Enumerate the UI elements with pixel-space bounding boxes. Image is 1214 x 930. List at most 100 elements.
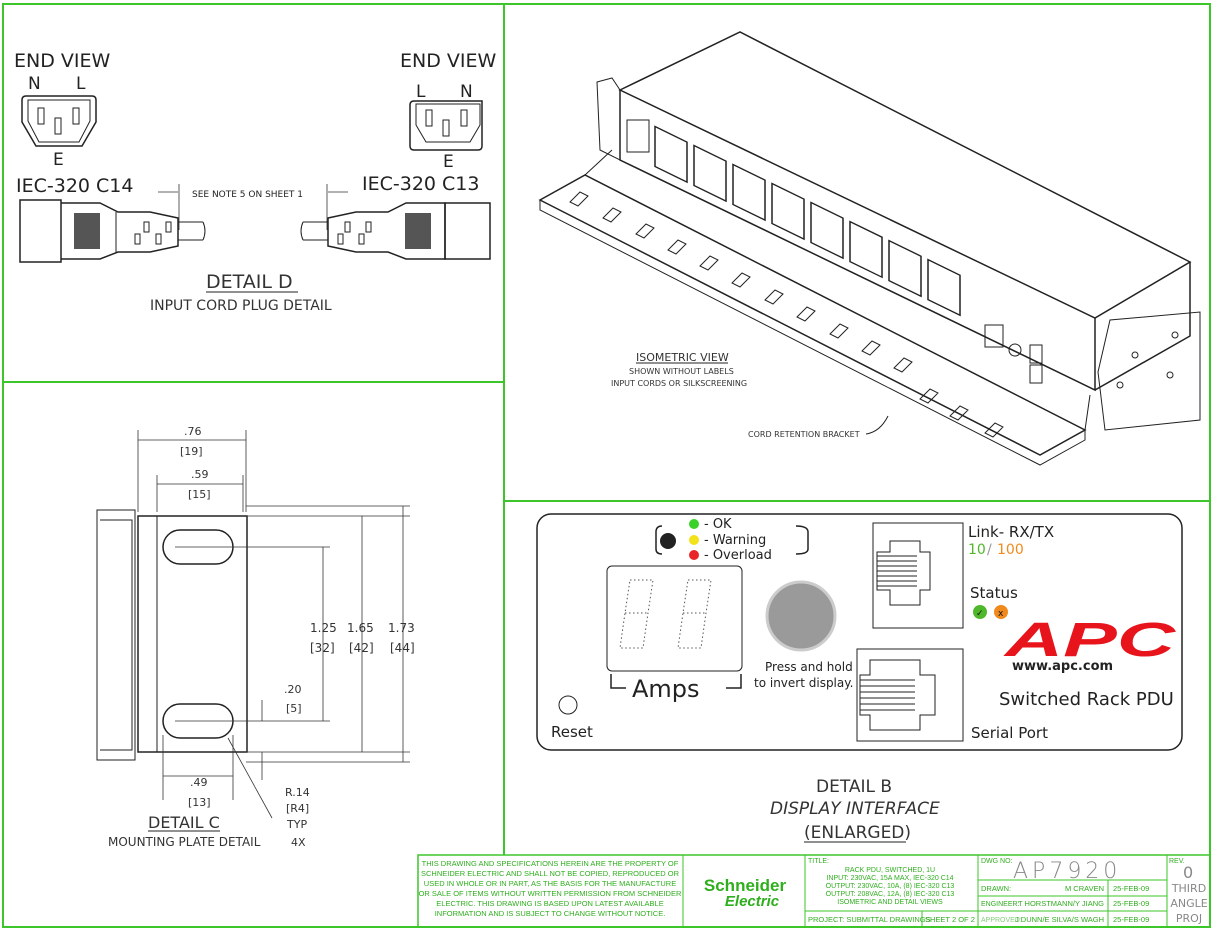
approved-by: J DUNN/E SILVA/S WAGH bbox=[1015, 915, 1104, 924]
legend-ok: - OK bbox=[704, 517, 732, 532]
status-ok-glyph: ✓ bbox=[976, 609, 984, 619]
dim-slot-width-mm: [13] bbox=[188, 796, 211, 809]
mounting-plate-icon bbox=[96, 509, 410, 761]
speed-100: 100 bbox=[997, 542, 1024, 558]
link-label: Link- RX/TX bbox=[968, 523, 1054, 541]
network-port-icon[interactable] bbox=[872, 522, 964, 629]
title-line-5: ISOMETRIC AND DETAIL VIEWS bbox=[837, 899, 943, 906]
status-ok-icon bbox=[973, 605, 987, 619]
reset-label: Reset bbox=[551, 723, 593, 741]
detail-b-subtitle2: (ENLARGED) bbox=[804, 823, 911, 843]
notice-line-2: SCHNEIDER ELECTRIC AND SHALL NOT BE COPI… bbox=[421, 869, 680, 878]
seven-segment-digits bbox=[619, 579, 712, 649]
radius-label: R.14 bbox=[285, 786, 310, 799]
pin-n-label: N bbox=[28, 74, 41, 94]
title-line-4: OUTPUT: 208VAC, 12A, (8) IEC-320 C13 bbox=[826, 891, 955, 898]
projection-line-3: PROJ bbox=[1176, 912, 1202, 925]
invert-display-button[interactable] bbox=[765, 580, 837, 652]
schneider-logo-line1: Schneider bbox=[704, 876, 787, 895]
pin-n-label-right: N bbox=[460, 82, 473, 102]
c13-plug-icon bbox=[300, 202, 491, 260]
detail-b-subtitle: DISPLAY INTERFACE bbox=[770, 799, 940, 819]
c13-end-view-icon bbox=[409, 100, 483, 151]
drawn-label: DRAWN: bbox=[981, 884, 1011, 893]
project-label: PROJECT: SUBMITTAL DRAWINGS bbox=[808, 915, 931, 924]
rev-label: REV. bbox=[1169, 858, 1185, 865]
detail-d: END VIEW N L E END VIEW L N E IEC-320 C1… bbox=[14, 50, 496, 314]
pin-l-label-right: L bbox=[416, 82, 426, 102]
outlets bbox=[654, 125, 961, 317]
engineer-date: 25-FEB-09 bbox=[1113, 899, 1149, 908]
dim-width-mm: [19] bbox=[180, 445, 203, 458]
status-error-glyph: x bbox=[998, 609, 1004, 619]
projection-line-2: ANGLE bbox=[1170, 897, 1207, 910]
radius-typ-label: TYP bbox=[286, 818, 307, 831]
warning-dot-icon bbox=[689, 535, 699, 545]
detail-b: - OK - Warning - Overload Amps Press and… bbox=[536, 513, 1183, 843]
dim-slot-spacing-in: 1.25 bbox=[310, 621, 337, 635]
notice-line-3: USED IN WHOLE OR IN PART, AS THE BASIS F… bbox=[424, 879, 676, 888]
title-line-3: OUTPUT: 230VAC, 10A, (8) IEC-320 C13 bbox=[826, 883, 955, 890]
cord-retention-bracket-callout: CORD RETENTION BRACKET bbox=[748, 430, 860, 439]
notice-line-4: OR SALE OF ITEMS WITHOUT WRITTEN PERMISS… bbox=[419, 889, 682, 898]
dim-inner-width-mm: [15] bbox=[188, 488, 211, 501]
indicator-led-icon bbox=[660, 533, 676, 549]
notice-line-1: THIS DRAWING AND SPECIFICATIONS HEREIN A… bbox=[422, 859, 679, 868]
serial-port-label: Serial Port bbox=[971, 724, 1048, 742]
speed-separator: / bbox=[987, 542, 992, 558]
title-line-2: INPUT: 230VAC, 15A MAX, IEC-320 C14 bbox=[826, 875, 953, 882]
notice-line-5: ELECTRIC. THIS DRAWING IS BASED UPON LAT… bbox=[436, 899, 663, 908]
cord-clips bbox=[569, 191, 1004, 438]
approved-date: 25-FEB-09 bbox=[1113, 915, 1149, 924]
overload-dot-icon bbox=[689, 550, 699, 560]
product-name: Switched Rack PDU bbox=[999, 689, 1174, 710]
c14-plug-icon bbox=[19, 199, 206, 263]
dim-width-in: .76 bbox=[184, 425, 202, 438]
dim-slot-width-in: .49 bbox=[190, 776, 208, 789]
c13-label: IEC-320 C13 bbox=[362, 173, 479, 195]
pin-e-label-right: E bbox=[443, 152, 454, 172]
sheet-frame bbox=[2, 3, 1211, 928]
legend-overload: - Overload bbox=[704, 548, 772, 563]
approved-label: APPROVED: bbox=[981, 917, 1022, 924]
detail-d-title: DETAIL D bbox=[206, 271, 293, 293]
left-end-view-label: END VIEW bbox=[14, 50, 110, 72]
ok-dot-icon bbox=[689, 519, 699, 529]
drawing-number: AP7920 bbox=[1013, 859, 1121, 884]
dim-slot-spacing-mm: [32] bbox=[310, 641, 335, 655]
pdu-isometric-icon bbox=[538, 31, 1201, 466]
dwg-no-label: DWG NO: bbox=[981, 858, 1013, 865]
speed-10: 10 bbox=[968, 542, 986, 558]
engineer-label: ENGINEER: bbox=[981, 901, 1020, 908]
amps-display-icon bbox=[606, 565, 743, 672]
projection-line-1: THIRD bbox=[1171, 882, 1206, 895]
dim-overall-height-mm: [44] bbox=[390, 641, 415, 655]
legend-warning: - Warning bbox=[704, 533, 766, 548]
detail-b-title: DETAIL B bbox=[816, 777, 892, 797]
serial-port-icon[interactable] bbox=[856, 648, 964, 742]
pin-e-label: E bbox=[53, 150, 64, 170]
c14-label: IEC-320 C14 bbox=[16, 175, 133, 197]
legend-bracket bbox=[655, 525, 809, 555]
reset-button[interactable] bbox=[558, 695, 578, 715]
dimension-lines bbox=[137, 430, 410, 819]
c14-end-view-icon bbox=[21, 95, 97, 147]
revision: 0 bbox=[1183, 863, 1193, 882]
dim-slot-offset-mm: [5] bbox=[286, 702, 302, 715]
status-label: Status bbox=[970, 584, 1018, 602]
dim-overall-height-in: 1.73 bbox=[388, 621, 415, 635]
dim-plate-height-in: 1.65 bbox=[347, 621, 374, 635]
title-label: TITLE: bbox=[808, 858, 829, 865]
detail-d-subtitle: INPUT CORD PLUG DETAIL bbox=[150, 298, 332, 314]
isometric-view: ISOMETRIC VIEW SHOWN WITHOUT LABELS INPU… bbox=[538, 31, 1201, 466]
apc-logo: APC bbox=[1003, 614, 1177, 667]
dim-inner-width-in: .59 bbox=[191, 468, 209, 481]
radius-count-label: 4X bbox=[291, 836, 306, 849]
dim-slot-offset-in: .20 bbox=[284, 683, 302, 696]
sheet-number: SHEET 2 OF 2 bbox=[925, 915, 975, 924]
engineer: T HORSTMANN/Y JIANG bbox=[1018, 899, 1104, 908]
drawn-by: M CRAVEN bbox=[1065, 884, 1104, 893]
drawn-date: 25-FEB-09 bbox=[1113, 884, 1149, 893]
press-hold-line2: to invert display. bbox=[754, 676, 853, 690]
